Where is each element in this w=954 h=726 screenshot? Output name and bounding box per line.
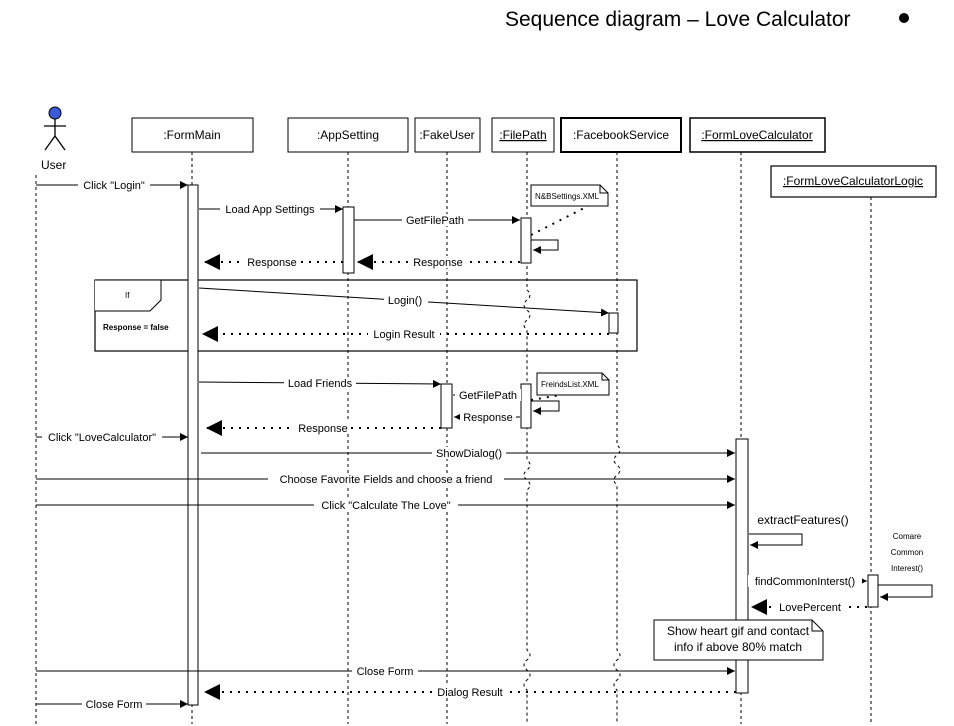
participant-app-setting: :AppSetting [287,117,409,153]
participant-form-love-calculator: :FormLoveCalculator [689,117,826,153]
message-label: Close Form [357,666,414,678]
user-actor: User [41,106,66,172]
message-label: Login Result [373,329,434,341]
message-label: Response [247,257,297,269]
message-label: findCommonInterst() [755,576,855,588]
message-label: Response [463,412,513,424]
note-settings-file: N&BSettings.XML [530,184,609,207]
lifeline-facebook-service [613,152,621,724]
participant-label: :AppSetting [317,128,379,142]
fragment-guard: Response = false [103,323,169,332]
participant-label: :FakeUser [419,128,474,142]
participant-label: :FormLoveCalculator [701,128,812,142]
message-labels: Click "Login" Load App Settings GetFileP… [42,179,923,711]
message-label: Load Friends [288,378,353,390]
return-messages [202,204,867,700]
participant-form-main: :FormMain [131,117,254,153]
message-label: LovePercent [779,602,841,614]
message-label: Choose Favorite Fields and choose a frie… [280,474,493,486]
message-label: Response [298,423,348,435]
actor-label: User [41,158,66,172]
message-label: Close Form [86,699,143,711]
message-label: Login() [388,295,422,307]
participant-form-love-calculator-logic: :FormLoveCalculatorLogic [770,165,937,198]
message-label: ShowDialog() [436,448,502,460]
message-label: extractFeatures() [757,513,848,527]
note-compare-line1: Comare [893,532,922,541]
message-label: Load App Settings [225,204,315,216]
note-label: Show heart gif and contact [667,624,810,638]
note-label: info if above 80% match [674,640,802,654]
if-fragment: If Response = false [94,279,638,352]
message-label: GetFilePath [459,390,517,402]
message-label: Response [413,257,463,269]
participant-file-path: :FilePath [491,117,555,153]
participant-label: :FilePath [499,128,546,142]
note-compare-line2: Common [891,548,923,557]
participant-label: :FormLoveCalculatorLogic [783,174,923,188]
note-label: FreindsList.XML [541,380,599,389]
note-heart: Show heart gif and contact info if above… [653,619,824,661]
message-label: Dialog Result [437,687,502,699]
bullet-icon [899,13,909,23]
participant-label: :FacebookService [573,128,669,142]
note-compare-line3: Interest() [891,564,923,573]
participant-label: :FormMain [163,128,220,142]
participant-facebook-service: :FacebookService [560,117,682,153]
message-label: Click "Calculate The Love" [321,500,450,512]
message-label: Click "Login" [83,180,145,192]
message-label: Click "LoveCalculator" [48,432,156,444]
participant-fake-user: :FakeUser [414,117,481,153]
message-label: GetFilePath [406,215,464,227]
page-title: Sequence diagram – Love Calculator [505,8,851,31]
fragment-operator: If [125,291,130,300]
note-label: N&BSettings.XML [535,192,600,201]
note-friends-file: FreindsList.XML [536,372,610,396]
